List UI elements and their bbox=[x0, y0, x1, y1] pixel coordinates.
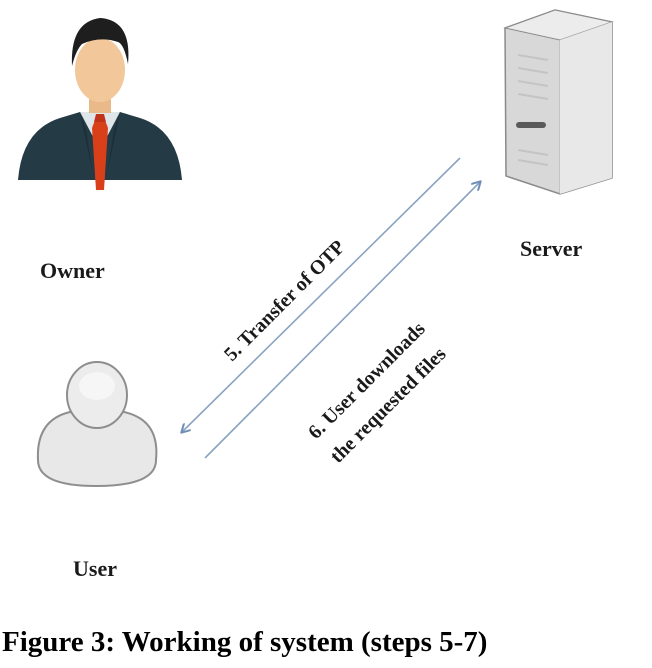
server-tower-figure bbox=[503, 9, 614, 195]
server-label: Server bbox=[520, 236, 583, 261]
user-label: User bbox=[73, 556, 117, 581]
owner-figure bbox=[18, 18, 182, 190]
owner-label: Owner bbox=[40, 258, 105, 283]
figure-caption: Figure 3: Working of system (steps 5-7) bbox=[2, 626, 488, 658]
step5-label: 5. Transfer of OTP bbox=[220, 236, 350, 366]
user-silhouette-figure bbox=[36, 361, 158, 488]
